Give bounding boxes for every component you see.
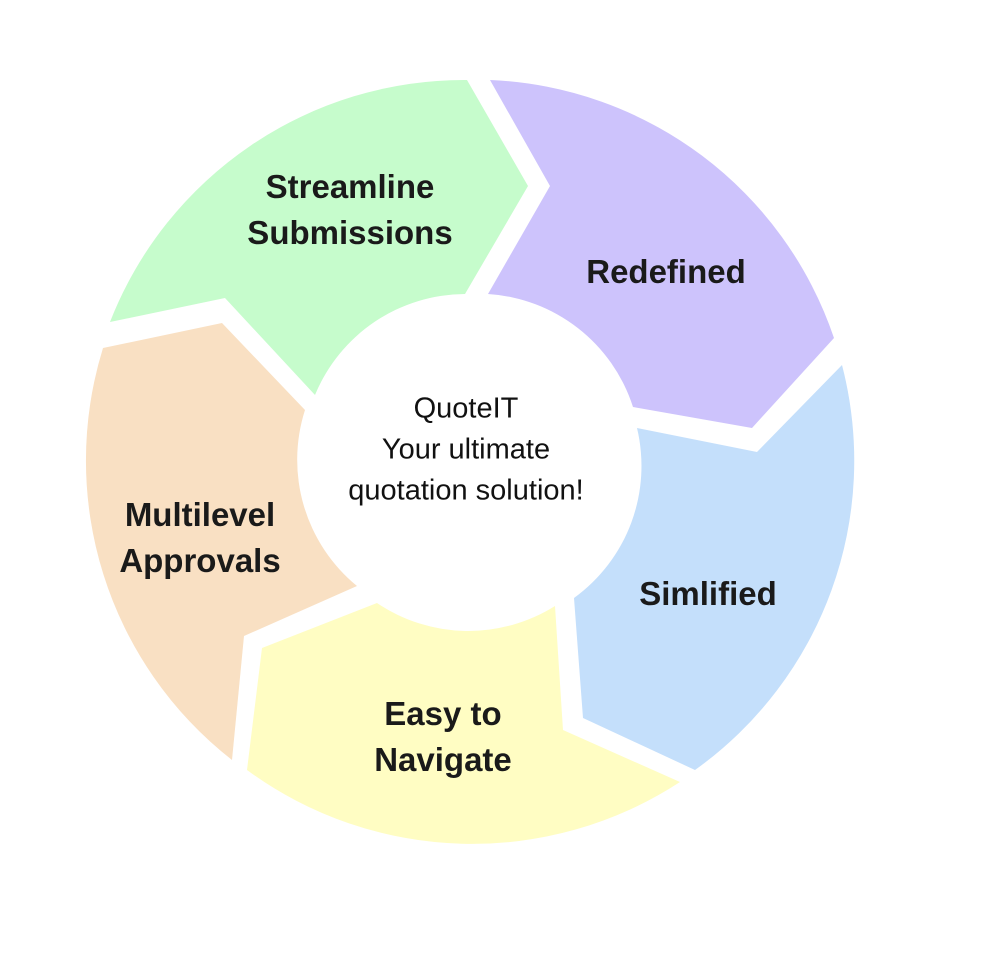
segment-streamline-submissions	[110, 79, 528, 395]
segment-simlified	[574, 365, 855, 770]
segment-redefined	[488, 80, 834, 428]
segment-label-line: Submissions	[247, 214, 453, 251]
segment-label-redefined: Redefined	[586, 249, 746, 295]
segment-multilevel-approvals	[85, 323, 357, 760]
center-tagline-line: quotation solution!	[348, 474, 584, 507]
segment-easy-to-navigate	[247, 603, 680, 844]
segment-label-line: Streamline	[265, 168, 435, 205]
segment-label-easy-to-navigate: Easy to Navigate	[374, 691, 512, 783]
segment-label-line: Redefined	[586, 253, 746, 290]
segment-label-simlified: Simlified	[639, 571, 777, 617]
segment-label-line: Navigate	[374, 741, 512, 778]
segment-label-line: Approvals	[119, 542, 281, 579]
segment-label-multilevel-approvals: Multilevel Approvals	[119, 492, 280, 584]
segment-label-streamline-submissions: Streamline Submissions	[247, 164, 452, 256]
center-title: QuoteIT	[413, 392, 519, 425]
center-text: QuoteIT Your ultimate quotation solution…	[348, 389, 583, 512]
center-tagline-line: Your ultimate	[381, 433, 551, 466]
segment-label-line: Easy to	[384, 695, 502, 732]
segment-label-line: Multilevel	[124, 496, 276, 533]
segment-label-line: Simlified	[639, 575, 777, 612]
